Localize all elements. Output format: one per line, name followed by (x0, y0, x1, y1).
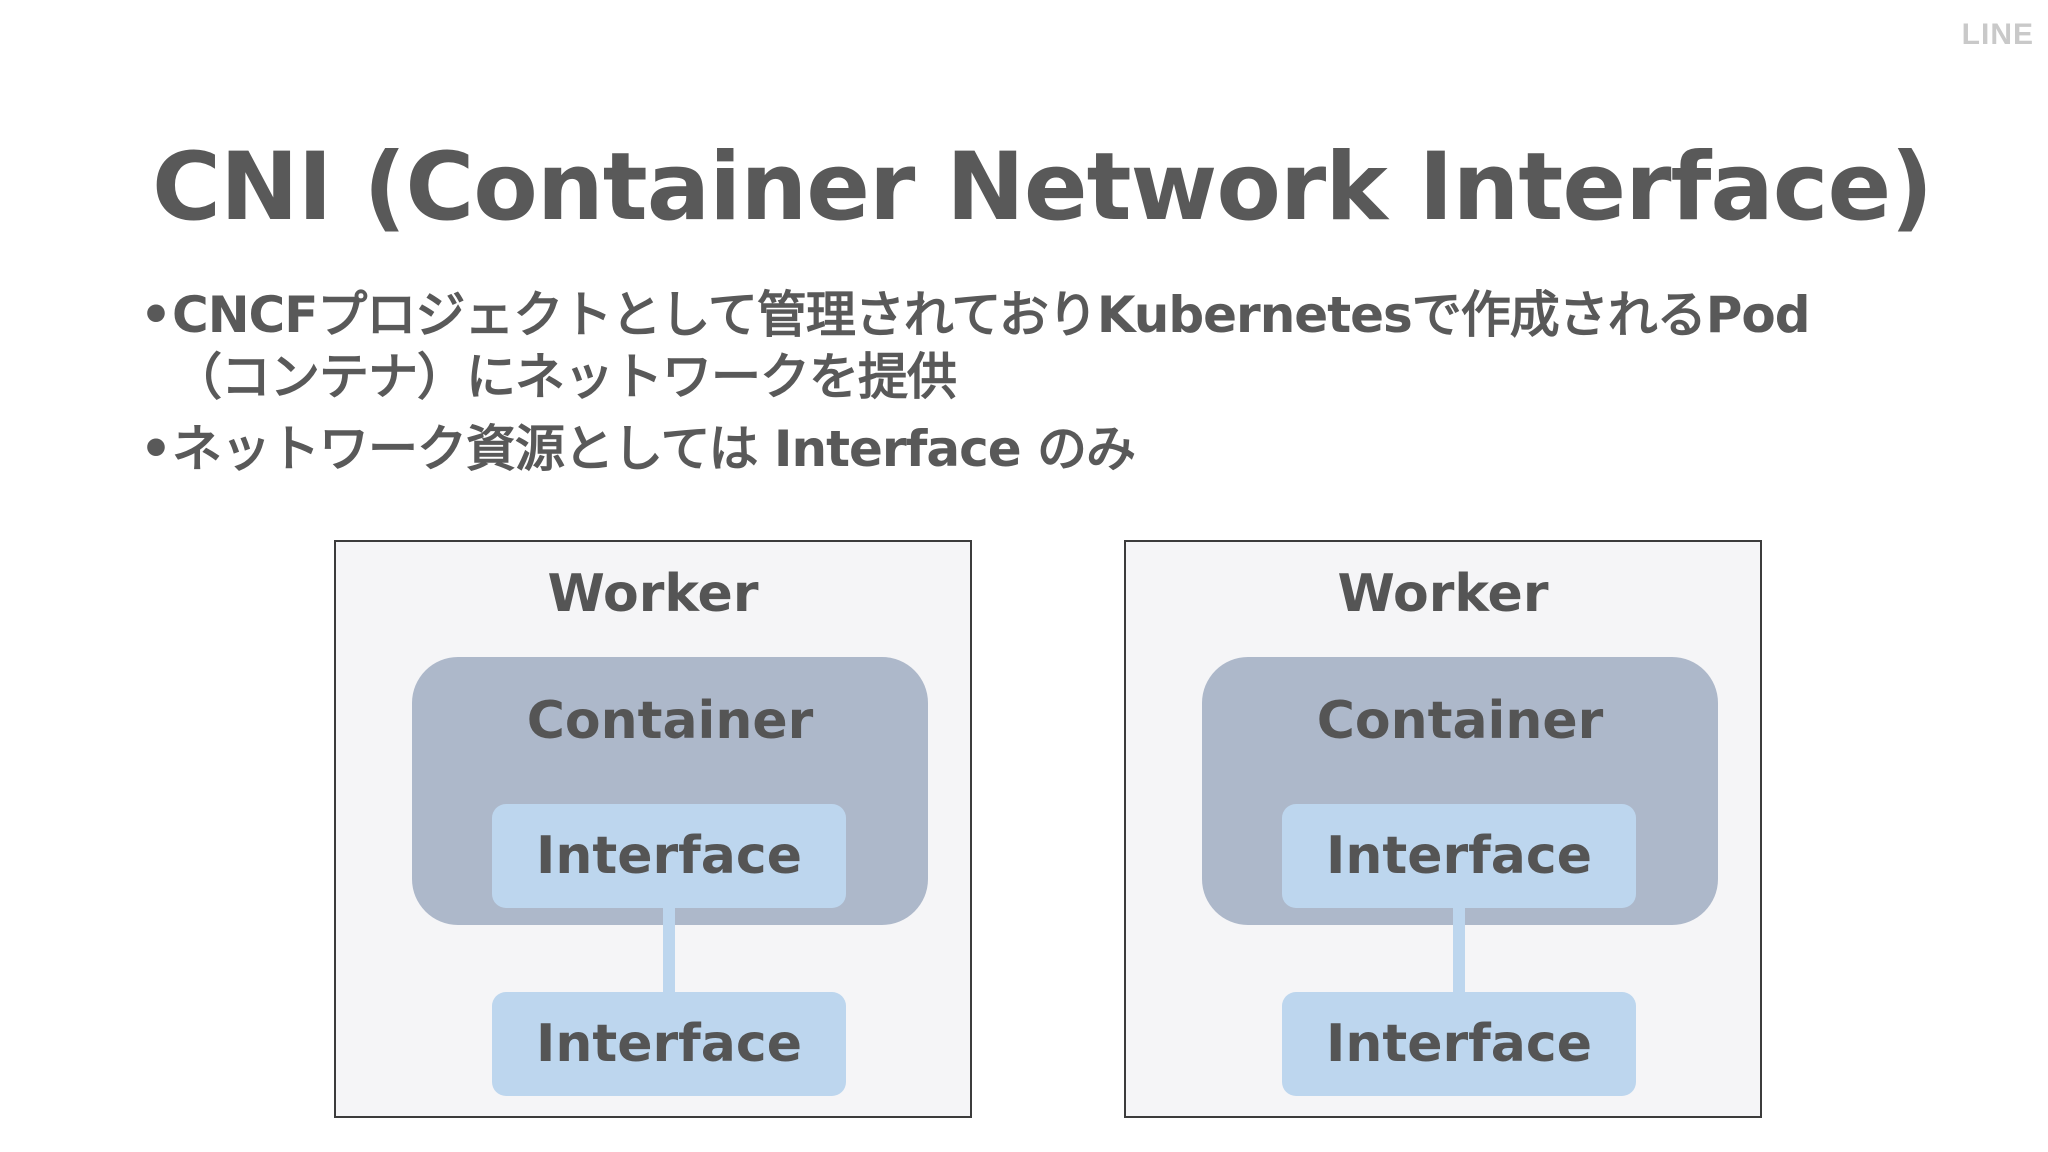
worker-node-2: Worker Container Interface Interface (1124, 540, 1762, 1118)
bullet-marker: • (140, 286, 172, 344)
worker-label: Worker (547, 564, 759, 624)
worker-node-1: Worker Container Interface Interface (334, 540, 972, 1118)
line-logo: LINE (1961, 18, 2034, 51)
slide-title: CNI (Container Network Interface) (152, 133, 1933, 242)
bullet-item: • CNCFプロジェクトとして管理されておりKubernetesで作成されるPo… (140, 284, 1960, 408)
host-interface: Interface (1282, 992, 1636, 1096)
interface-link (1453, 908, 1465, 992)
bullet-list: • CNCFプロジェクトとして管理されておりKubernetesで作成されるPo… (140, 284, 1960, 490)
bullet-item: • ネットワーク資源としては Interface のみ (140, 418, 1960, 480)
host-interface: Interface (492, 992, 846, 1096)
bullet-line: CNCFプロジェクトとして管理されておりKubernetesで作成されるPod (172, 286, 1811, 344)
bullet-marker: • (140, 420, 172, 478)
bullet-line: ネットワーク資源としては Interface のみ (172, 420, 1136, 478)
container-label: Container (1316, 691, 1604, 751)
worker-label: Worker (1337, 564, 1549, 624)
bullet-line: （コンテナ）にネットワークを提供 (172, 348, 957, 406)
interface-link (663, 908, 675, 992)
container-interface: Interface (492, 804, 846, 908)
container-label: Container (526, 691, 814, 751)
container-interface: Interface (1282, 804, 1636, 908)
